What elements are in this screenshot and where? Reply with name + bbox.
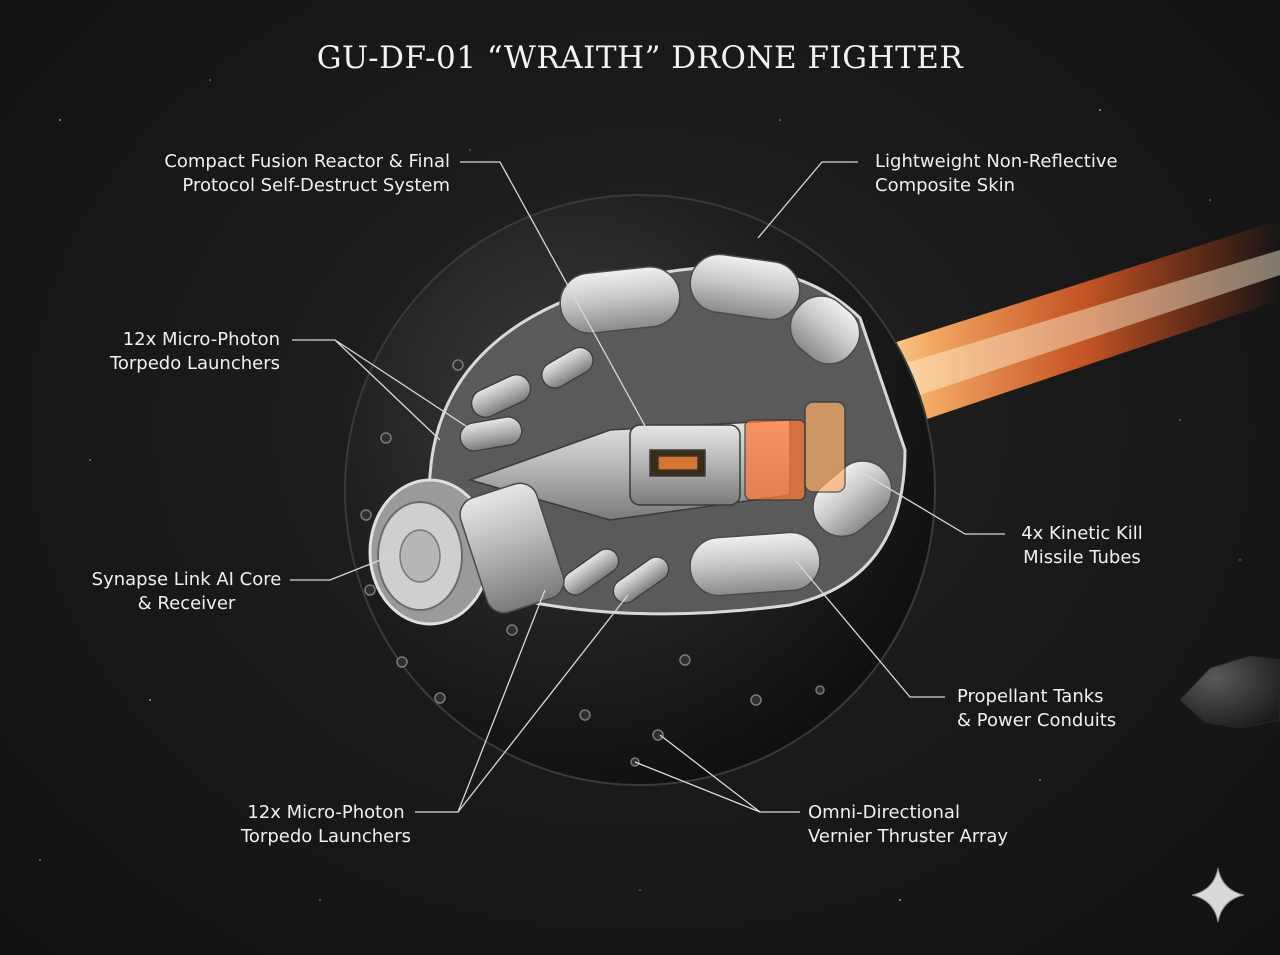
- callout-thrusters: Omni-Directional Vernier Thruster Array: [808, 801, 1008, 849]
- callout-reactor-line2: Protocol Self-Destruct System: [164, 174, 450, 198]
- callout-missiles: 4x Kinetic Kill Missile Tubes: [1012, 522, 1152, 570]
- callout-skin-line1: Lightweight Non-Reflective: [875, 150, 1118, 174]
- callout-torpedo-upper-line1: 12x Micro-Photon: [110, 328, 280, 352]
- callout-torpedo-upper-line2: Torpedo Launchers: [110, 352, 280, 376]
- callout-skin-line2: Composite Skin: [875, 174, 1118, 198]
- ai-core-dish: [370, 479, 569, 624]
- callout-torpedo-upper: 12x Micro-Photon Torpedo Launchers: [110, 328, 280, 376]
- callout-missiles-line1: 4x Kinetic Kill: [1012, 522, 1152, 546]
- callout-propellant-line2: & Power Conduits: [957, 709, 1116, 733]
- callout-propellant-line1: Propellant Tanks: [957, 685, 1116, 709]
- callout-missiles-line2: Missile Tubes: [1012, 546, 1152, 570]
- callout-reactor-line1: Compact Fusion Reactor & Final: [164, 150, 450, 174]
- callout-torpedo-lower-line2: Torpedo Launchers: [236, 825, 416, 849]
- asteroid: [1180, 656, 1280, 728]
- callout-ai-core-line1: Synapse Link AI Core: [84, 568, 289, 592]
- callout-thrusters-line2: Vernier Thruster Array: [808, 825, 1008, 849]
- callout-propellant: Propellant Tanks & Power Conduits: [957, 685, 1116, 733]
- callout-skin: Lightweight Non-Reflective Composite Ski…: [875, 150, 1118, 198]
- callout-ai-core: Synapse Link AI Core & Receiver: [84, 568, 289, 616]
- callout-ai-core-line2: & Receiver: [84, 592, 289, 616]
- diagram-title: GU-DF-01 “WRAITH” DRONE FIGHTER: [0, 40, 1280, 76]
- callout-torpedo-lower: 12x Micro-Photon Torpedo Launchers: [236, 801, 416, 849]
- callout-torpedo-lower-line1: 12x Micro-Photon: [236, 801, 416, 825]
- callout-thrusters-line1: Omni-Directional: [808, 801, 1008, 825]
- callout-reactor: Compact Fusion Reactor & Final Protocol …: [164, 150, 450, 198]
- four-point-star-icon: [1192, 868, 1244, 922]
